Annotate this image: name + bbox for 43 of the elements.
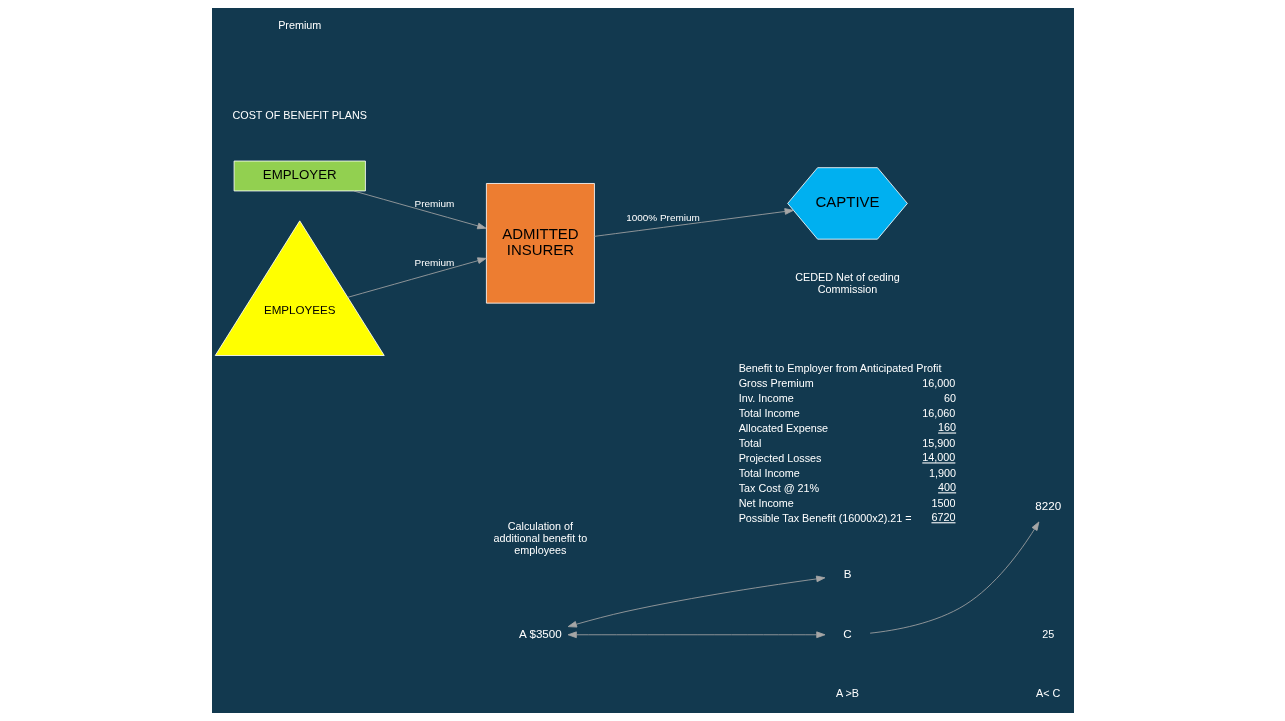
label: Tax Cost @ 21%: [738, 482, 819, 495]
label: Total Income: [738, 407, 800, 420]
node-text: A $3500: [518, 626, 562, 640]
arrow: [593, 208, 794, 237]
label: Inv. Income: [738, 392, 794, 405]
edge-label: Premium: [414, 257, 454, 269]
label: Net Income: [738, 497, 794, 510]
label: 160: [937, 421, 956, 434]
label: CEDED Net of ceding Commission: [794, 271, 900, 295]
label: Premium: [277, 19, 321, 32]
label: Calculation of additional benefit to employees: [493, 520, 587, 556]
label: Possible Tax Benefit (16000x2).21 =: [738, 512, 912, 525]
edge-label: Premium: [414, 198, 454, 210]
label: A >B: [835, 687, 859, 700]
label: Total Income: [738, 467, 800, 480]
node-box: ADMITTED INSURER: [485, 183, 595, 304]
label: Benefit to Employer from Anticipated Profit: [738, 362, 941, 375]
label: 16,000: [921, 377, 955, 390]
label: Total: [738, 437, 761, 450]
edge-label: 1000% Premium: [625, 211, 700, 223]
node-text: 8220: [1034, 498, 1061, 512]
arrow: [567, 631, 825, 639]
node-box: EMPLOYER: [233, 160, 366, 192]
label: A< C: [1035, 687, 1060, 700]
arrow: [353, 190, 486, 230]
label: 16,060: [921, 407, 955, 420]
label: 1500: [930, 497, 955, 510]
arrow: [869, 521, 1039, 634]
label: 60: [943, 392, 956, 405]
label: 6720: [930, 511, 955, 524]
arrow: [567, 575, 825, 628]
label: Projected Losses: [738, 452, 821, 465]
label: 15,900: [921, 437, 955, 450]
label: COST OF BENEFIT PLANS: [231, 108, 367, 121]
node-text: B: [843, 567, 851, 580]
label: Allocated Expense: [738, 422, 828, 435]
arrow: [346, 257, 487, 298]
label: 14,000: [921, 451, 955, 464]
node-text: C: [842, 626, 852, 640]
label: 400: [937, 481, 956, 494]
label: Gross Premium: [738, 377, 814, 390]
label: 25: [1041, 627, 1054, 640]
label: 1,900: [928, 467, 956, 480]
